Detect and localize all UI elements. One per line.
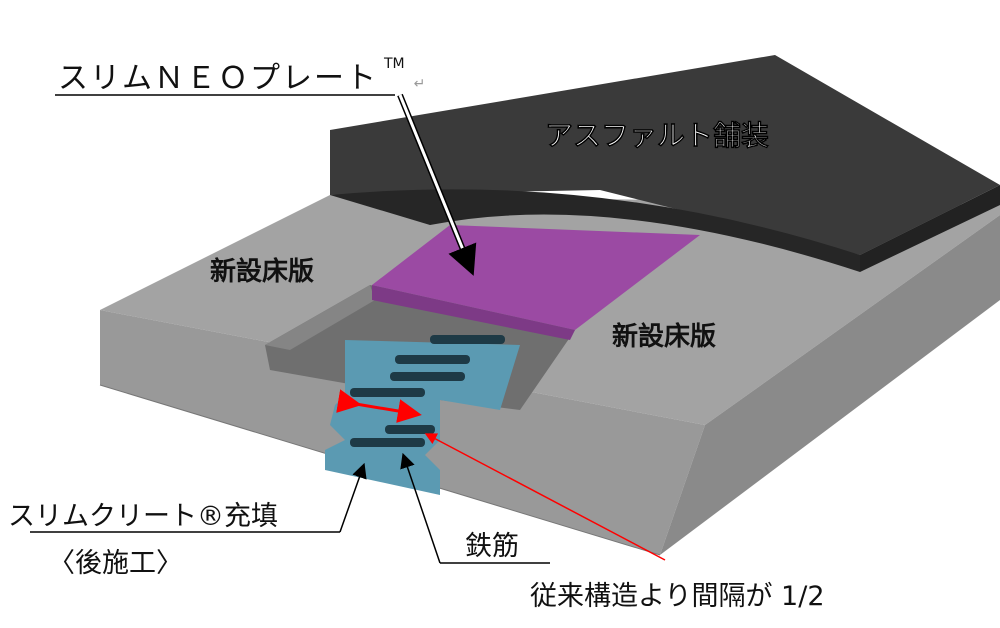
slab-right-face <box>660 215 1000 555</box>
label-spacing: 従来構造より間隔が 1/2 <box>530 581 825 612</box>
label-rebar: 鉄筋 <box>465 531 519 562</box>
spacing-arrow <box>336 389 422 423</box>
label-filler: スリムクリート®充填 <box>8 501 278 532</box>
asphalt-side <box>330 130 860 272</box>
slimcrete-filler <box>325 340 520 495</box>
label-slab-right: 新設床版 <box>612 321 716 352</box>
return-mark: ↵ <box>414 76 426 92</box>
label-slab-left: 新設床版 <box>210 256 314 287</box>
label-filler-note: 〈後施工〉 <box>48 548 183 579</box>
label-plate-tm: TM <box>383 56 405 72</box>
label-asphalt: アスファルト舗装 <box>545 119 769 152</box>
rebar-leader <box>400 452 441 564</box>
filler-leader <box>339 462 367 533</box>
asphalt-top <box>330 55 1000 255</box>
label-plate: スリムＮＥＯプレート <box>58 61 378 96</box>
spacing-leader <box>424 433 666 561</box>
